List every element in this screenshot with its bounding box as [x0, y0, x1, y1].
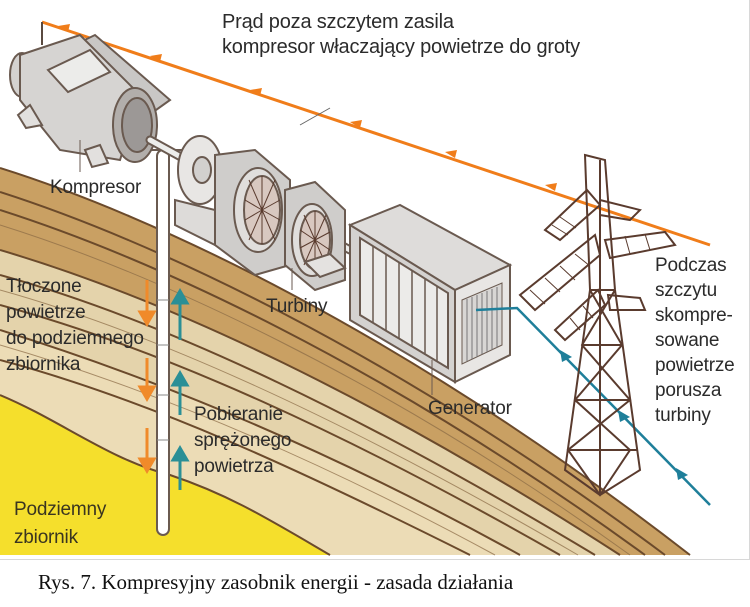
label-drawn-air-line1: Pobieranie — [194, 404, 283, 425]
label-offpeak-power-line1: Prąd poza szczytem zasila — [222, 11, 454, 33]
label-peak-line3: skompre- — [655, 305, 733, 326]
figure-caption: Rys. 7. Kompresyjny zasobnik energii - z… — [0, 566, 750, 602]
generator-machine — [347, 203, 513, 395]
label-pumped-air-line3: do podziemnego — [6, 328, 144, 349]
label-reservoir: Podziemny zbiornik — [14, 496, 106, 552]
transmission-tower — [518, 153, 677, 497]
label-pumped-air-line1: Tłoczone — [6, 276, 82, 297]
peak-power-line — [475, 306, 711, 506]
label-peak-line4: sowane — [655, 330, 720, 351]
power-flow-arrows — [58, 24, 557, 191]
caption-text: Rys. 7. Kompresyjny zasobnik energii - z… — [38, 570, 514, 594]
label-peak-line7: turbiny — [655, 405, 711, 426]
label-pumped-air: Tłoczone powietrze do podziemnego zbiorn… — [6, 274, 144, 378]
label-compressor: Kompresor — [50, 177, 142, 198]
label-drawn-air-line2: sprężonego — [194, 430, 292, 451]
diagram-figure: Prąd poza szczytem zasila kompresor włac… — [0, 0, 750, 560]
pumped-air-arrows — [137, 280, 157, 474]
compressor-machine — [9, 33, 172, 172]
label-peak: Podczas szczytu skompre- sowane powietrz… — [655, 253, 735, 428]
drawn-air-arrows — [170, 288, 190, 490]
label-turbines: Turbiny — [266, 296, 328, 317]
label-peak-line5: powietrze — [655, 355, 735, 376]
label-offpeak-power: Prąd poza szczytem zasila kompresor włac… — [222, 10, 580, 60]
diagram-illustration — [0, 20, 711, 556]
label-reservoir-line1: Podziemny — [14, 499, 107, 520]
label-reservoir-line2: zbiornik — [14, 527, 78, 548]
label-peak-line6: porusza — [655, 380, 722, 401]
offpeak-power-line — [41, 20, 711, 247]
label-offpeak-power-line2: kompresor właczający powietrze do groty — [222, 36, 580, 58]
label-pumped-air-line4: zbiornika — [6, 354, 81, 375]
label-peak-line2: szczytu — [655, 280, 717, 301]
label-generator: Generator — [428, 398, 512, 419]
label-peak-line1: Podczas — [655, 255, 727, 276]
turbines-machine — [174, 135, 347, 292]
label-drawn-air: Pobieranie sprężonego powietrza — [194, 402, 291, 480]
label-drawn-air-line3: powietrza — [194, 456, 274, 477]
label-pumped-air-line2: powietrze — [6, 302, 86, 323]
